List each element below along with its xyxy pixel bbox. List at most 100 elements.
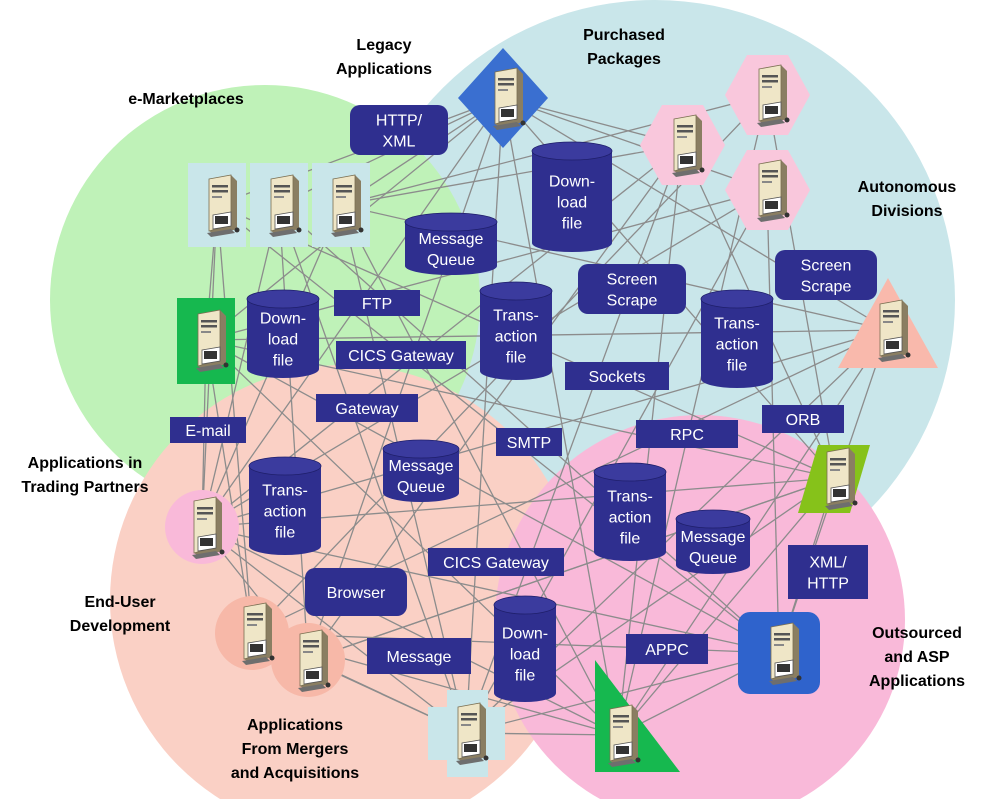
- http-xml-label: HTTP/: [376, 113, 423, 130]
- connection-line: [205, 339, 780, 654]
- screen-scrape-1-label: Screen: [607, 272, 658, 289]
- chip-box: [428, 548, 564, 576]
- merge-server-icon: [456, 702, 489, 765]
- cylinder-top: [248, 456, 322, 476]
- connection-line: [201, 526, 619, 736]
- cylinder-top: [404, 212, 498, 232]
- hex1-server-icon: [672, 114, 705, 177]
- label-trading-line-1: Applications in: [28, 455, 143, 472]
- transaction-file-1-label: Trans-: [493, 308, 539, 325]
- cylinder-top: [479, 281, 553, 301]
- cylinder-body: [532, 151, 612, 252]
- chip-box: [316, 394, 418, 422]
- connection-line: [278, 204, 309, 661]
- data-stores: Down-loadfileMessageQueueDown-loadfileTr…: [246, 141, 774, 702]
- transaction-file-1-label: file: [506, 350, 527, 367]
- cylinder-body: [594, 472, 666, 561]
- transaction-file-3-label: file: [727, 358, 748, 375]
- cylinder-top: [246, 289, 320, 309]
- chip-box: [170, 417, 246, 443]
- em2-server-icon: [269, 174, 302, 237]
- gateway-label: Gateway: [335, 401, 398, 418]
- label-autonomous-line-2: Divisions: [871, 203, 942, 220]
- label-outsourced-line-3: Applications: [869, 673, 965, 690]
- transaction-file-2-label: file: [275, 525, 296, 542]
- message-queue-1-label: Message: [419, 231, 484, 248]
- download-file-2-label: file: [562, 216, 583, 233]
- transaction-file-2-label: action: [264, 504, 307, 521]
- screen-scrape-2-label: Scrape: [801, 279, 852, 296]
- eu1-server-icon: [242, 602, 275, 665]
- message-chip: Message: [367, 638, 471, 674]
- cics-gateway-2-label: CICS Gateway: [443, 555, 549, 572]
- download-file-3-label: file: [515, 668, 536, 685]
- cylinder-body: [249, 466, 321, 555]
- download-file-1-label: file: [273, 353, 294, 370]
- label-e-marketplaces: e-Marketplaces: [128, 91, 244, 108]
- sockets-label: Sockets: [589, 369, 646, 386]
- message-queue-2-label: Queue: [397, 479, 445, 496]
- tri-server-icon: [878, 299, 911, 362]
- xml-http-chip: XML/HTTP: [788, 545, 868, 599]
- connection-line: [307, 477, 836, 661]
- connection-line: [465, 97, 504, 734]
- connection-line: [205, 339, 253, 634]
- label-enduser-line-1: End-User: [84, 594, 155, 611]
- transaction-file-4-label: file: [620, 531, 641, 548]
- cylinder-body: [480, 291, 552, 380]
- label-legacy-line-2: Applications: [336, 61, 432, 78]
- connection-line: [465, 652, 780, 734]
- smtp-label: SMTP: [507, 435, 551, 452]
- message-label: Message: [387, 649, 452, 666]
- transaction-file-3-label: Trans-: [714, 316, 760, 333]
- chip-box: [762, 405, 844, 433]
- message-queue-3-label: Message: [681, 529, 746, 546]
- chip-box: [636, 420, 738, 448]
- label-autonomous-line-1: Autonomous: [858, 179, 957, 196]
- chip-box: [565, 362, 669, 390]
- connection-line: [201, 526, 467, 734]
- label-trading-line-2: Trading Partners: [21, 479, 148, 496]
- xml-http-label: HTTP: [807, 576, 849, 593]
- eu2-server-icon: [298, 629, 331, 692]
- label-outsourced-line-1: Outsourced: [872, 625, 962, 642]
- cylinder-top: [493, 595, 557, 615]
- transaction-file-1-cylinder: Trans-action file: [479, 281, 553, 380]
- label-enduser-line-2: Development: [70, 618, 171, 635]
- transaction-file-1-label: action: [495, 329, 538, 346]
- cics-gateway-1-label: CICS Gateway: [348, 348, 454, 365]
- label-mergers-line-2: From Mergers: [242, 741, 349, 758]
- screen-scrape-1-label: Scrape: [607, 293, 658, 310]
- cylinder-body: [405, 222, 497, 275]
- connection-line: [307, 97, 504, 661]
- appc-chip: APPC: [626, 634, 708, 664]
- cylinder-top: [593, 462, 667, 482]
- cylinder-body: [494, 605, 556, 702]
- hex3-server-icon: [757, 159, 790, 222]
- chip-box: [367, 638, 471, 674]
- em3-server-icon: [331, 174, 364, 237]
- cylinder-body: [247, 299, 319, 378]
- ftp-label: FTP: [362, 296, 392, 313]
- label-purchased-line-2: Packages: [587, 51, 661, 68]
- email-chip: E-mail: [170, 417, 246, 443]
- chip-box: [626, 634, 708, 664]
- gateway-chip: Gateway: [316, 394, 418, 422]
- blue-server-icon: [769, 622, 802, 685]
- download-file-1-label: load: [268, 332, 298, 349]
- label-mergers-line-3: and Acquisitions: [231, 765, 359, 782]
- browser-chip: Browser: [305, 568, 407, 616]
- chip-box: [350, 105, 448, 155]
- download-file-1-cylinder: Down-load file: [246, 289, 320, 378]
- servers: [192, 64, 911, 767]
- appc-label: APPC: [645, 642, 689, 659]
- trade-server-icon: [192, 496, 225, 559]
- download-file-1-label: Down-: [260, 311, 306, 328]
